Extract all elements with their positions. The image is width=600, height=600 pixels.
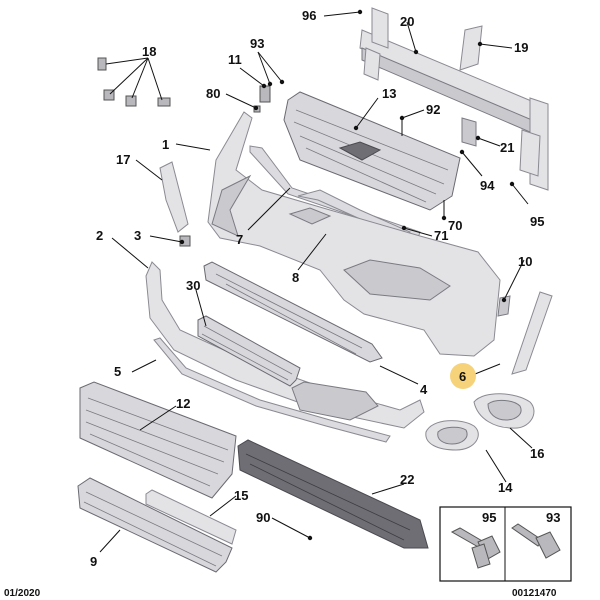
callout-14[interactable]: 14 <box>498 480 513 495</box>
part-3-clip[interactable] <box>179 235 191 247</box>
part-21-bracket[interactable] <box>461 117 477 147</box>
callout-15[interactable]: 15 <box>234 488 248 503</box>
callout-95[interactable]: 95 <box>530 214 544 229</box>
callout-7[interactable]: 7 <box>236 232 243 247</box>
callout-70[interactable]: 70 <box>448 218 462 233</box>
callout-16[interactable]: 16 <box>530 446 544 461</box>
part-11-clip[interactable] <box>259 85 271 103</box>
callout-5[interactable]: 5 <box>114 364 121 379</box>
callout-6[interactable]: 6 <box>459 369 466 384</box>
part-18-clips[interactable] <box>97 57 171 107</box>
callout-21[interactable]: 21 <box>500 140 514 155</box>
part-5-lower-strip[interactable] <box>153 337 391 443</box>
part-14-fog-opening <box>437 426 468 445</box>
part-30-lower-insert[interactable] <box>197 315 301 387</box>
callout-8[interactable]: 8 <box>292 270 299 285</box>
part-1-bumper-cover[interactable] <box>207 111 501 357</box>
callout-17[interactable]: 17 <box>116 152 130 167</box>
part-4-absorber[interactable] <box>203 261 383 363</box>
part-19-bracket[interactable] <box>459 25 483 71</box>
part-2-lower-cover[interactable] <box>145 261 425 429</box>
callout-labels: 1 2 3 4 5 6 7 8 9 10 11 12 13 14 15 16 1… <box>90 8 544 569</box>
callout-94[interactable]: 94 <box>480 178 495 193</box>
callout-4[interactable]: 4 <box>420 382 428 397</box>
callout-80[interactable]: 80 <box>206 86 220 101</box>
callout-20[interactable]: 20 <box>400 14 414 29</box>
callout-30[interactable]: 30 <box>186 278 200 293</box>
callout-1[interactable]: 1 <box>162 137 169 152</box>
part-15-trim[interactable] <box>145 489 237 545</box>
callout-90[interactable]: 90 <box>256 510 270 525</box>
part-12-lower-grille[interactable] <box>79 381 237 499</box>
part-10-side-bracket[interactable] <box>497 295 511 317</box>
fastener-box-label-95[interactable]: 95 <box>482 510 496 525</box>
bolt-93-icon <box>511 523 561 559</box>
footer-date: 01/2020 <box>4 588 41 599</box>
callout-13[interactable]: 13 <box>382 86 396 101</box>
callout-93[interactable]: 93 <box>250 36 264 51</box>
part-6-side-trim[interactable] <box>511 291 553 375</box>
callout-10[interactable]: 10 <box>518 254 532 269</box>
leader-lines <box>99 9 533 553</box>
part-16-fog-opening <box>487 399 522 421</box>
callout-71[interactable]: 71 <box>434 228 448 243</box>
callout-19[interactable]: 19 <box>514 40 528 55</box>
bolt-95-icon <box>450 527 501 569</box>
callout-3[interactable]: 3 <box>134 228 141 243</box>
callout-6-highlight <box>450 363 476 389</box>
callout-18[interactable]: 18 <box>142 44 156 59</box>
part-20-reinforcement-beam[interactable] <box>359 7 549 191</box>
callout-92[interactable]: 92 <box>426 102 440 117</box>
part-22-undertray[interactable] <box>237 439 429 549</box>
callout-2[interactable]: 2 <box>96 228 103 243</box>
footer-code: 00121470 <box>512 588 557 599</box>
fastener-box-label-93[interactable]: 93 <box>546 510 560 525</box>
callout-12[interactable]: 12 <box>176 396 190 411</box>
callout-9[interactable]: 9 <box>90 554 97 569</box>
callout-22[interactable]: 22 <box>400 472 414 487</box>
callout-11[interactable]: 11 <box>228 52 242 67</box>
part-9-grille[interactable] <box>77 477 233 573</box>
fastener-detail-box: 95 93 <box>439 506 572 582</box>
callout-96[interactable]: 96 <box>302 8 316 23</box>
part-13-upper-grille[interactable] <box>283 91 461 211</box>
part-17-side-trim[interactable] <box>159 161 189 233</box>
